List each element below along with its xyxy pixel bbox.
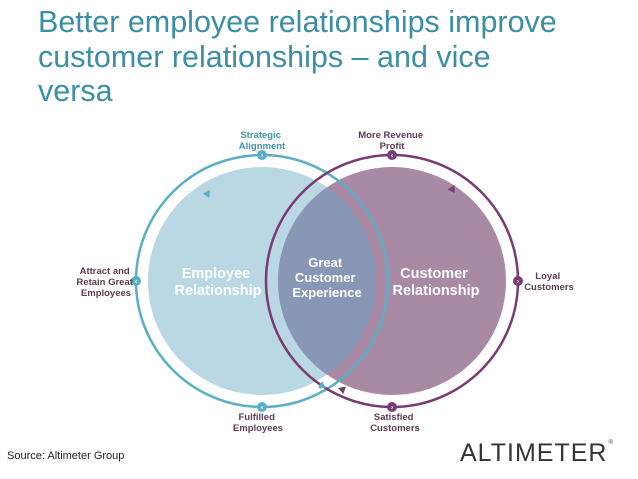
arrowhead-employee-bottom — [318, 381, 327, 388]
slide-title: Better employee relationships improve cu… — [38, 5, 608, 109]
node-loyal — [513, 276, 523, 286]
node-satisfied-arrow: › — [391, 405, 394, 412]
node-satisfied — [387, 402, 397, 412]
node-fulfilled-arrow: ‹ — [261, 405, 264, 412]
title-line-2: customer relationships – and vice — [38, 39, 491, 74]
node-strategic — [257, 150, 267, 160]
loyal-customers-label: Loyal Customers — [524, 271, 574, 293]
strategic-alignment-label: Strategic Alignment — [239, 130, 286, 152]
node-revenue-arrow: ‹ — [391, 153, 394, 160]
node-fulfilled — [257, 402, 267, 412]
satisfied-customers-label: Satisfied Customers — [370, 412, 420, 434]
logo-wordmark: ALTIMETER — [460, 439, 608, 467]
node-strategic-arrow: › — [261, 153, 264, 160]
overlap-label: Great Customer Experience — [292, 255, 361, 300]
altimeter-logo: ALTIMETER ® — [460, 438, 613, 468]
more-revenue-label: More Revenue Profit — [358, 130, 426, 152]
registered-mark: ® — [608, 440, 613, 446]
node-loyal-arrow: › — [517, 279, 520, 286]
node-revenue — [387, 150, 397, 160]
employee-relationship-label: Employee Relationship — [174, 266, 261, 299]
fulfilled-employees-label: Fulfilled Employees — [233, 412, 283, 434]
arrowhead-customer-top — [447, 184, 455, 193]
attract-retain-label: Attract and Retain Great Employees — [76, 266, 135, 299]
arrowhead-employee-top — [202, 190, 210, 199]
arrowhead-customer-bottom — [338, 386, 346, 395]
node-attract — [131, 276, 141, 286]
title-line-1: Better employee relationships improve — [38, 5, 557, 39]
overlap-region — [278, 167, 376, 395]
node-attract-arrow: ‹ — [135, 279, 138, 286]
customer-relationship-label: Customer Relationship — [392, 266, 479, 299]
source-citation: Source: Altimeter Group — [7, 450, 125, 462]
title-line-3: versa — [38, 74, 113, 108]
